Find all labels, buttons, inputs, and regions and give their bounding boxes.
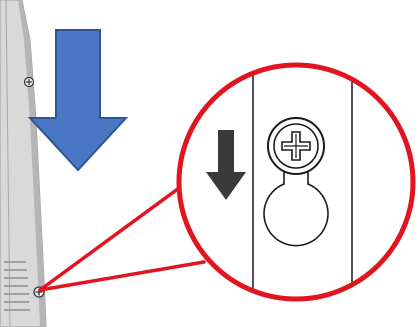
device-vent [4, 261, 30, 311]
screw-icon [267, 117, 325, 175]
callout-pointer [38, 178, 210, 292]
callout-ring [176, 62, 416, 302]
device-seam [5, 0, 11, 327]
dark-down-arrow-icon [206, 130, 246, 200]
blue-down-arrow-icon [27, 29, 129, 172]
device-top-screw-icon [23, 76, 35, 88]
device-edge [18, 0, 46, 327]
device-side-panel [0, 0, 47, 327]
callout-magnifier [176, 62, 416, 302]
